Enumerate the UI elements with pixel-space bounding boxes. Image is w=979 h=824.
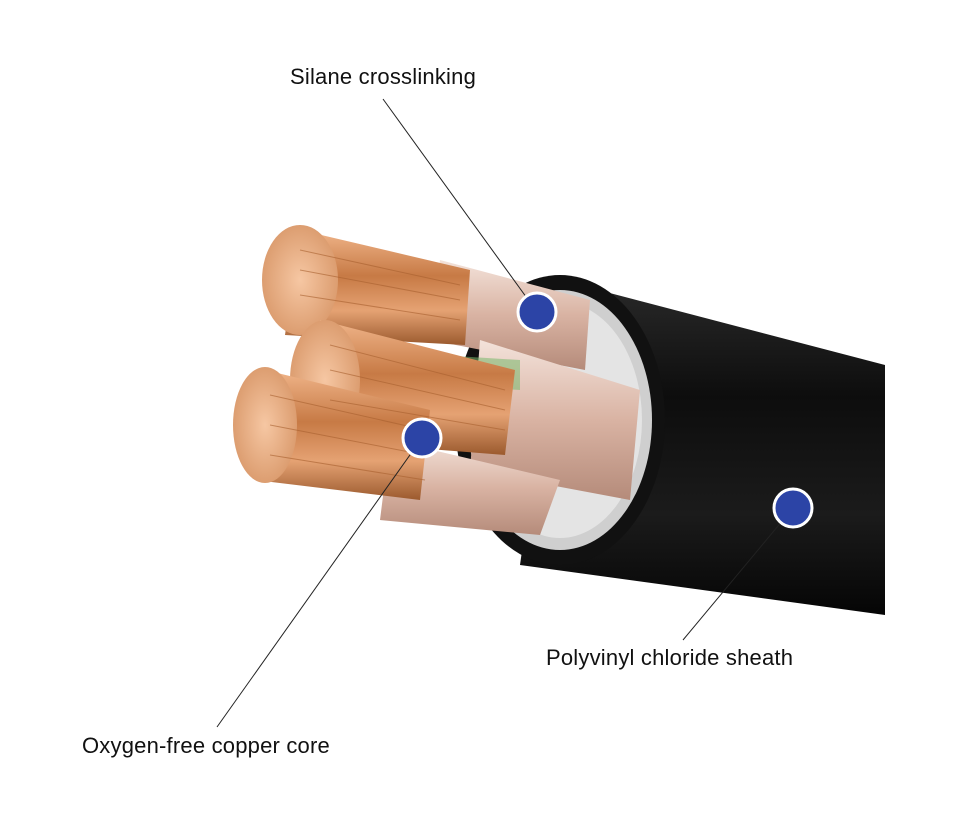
leader-line-pvc	[682, 507, 794, 641]
label-silane-crosslinking: Silane crosslinking	[290, 64, 476, 89]
leader-line-copper	[216, 437, 423, 728]
copper-cores	[233, 225, 515, 500]
marker-silane	[516, 291, 558, 333]
markers	[401, 291, 814, 529]
marker-copper	[401, 417, 443, 459]
label-copper-core: Oxygen-free copper core	[82, 733, 330, 758]
leader-lines	[216, 98, 794, 728]
label-pvc-sheath: Polyvinyl chloride sheath	[546, 645, 794, 670]
leader-line-silane	[382, 98, 538, 313]
marker-pvc	[772, 487, 814, 529]
